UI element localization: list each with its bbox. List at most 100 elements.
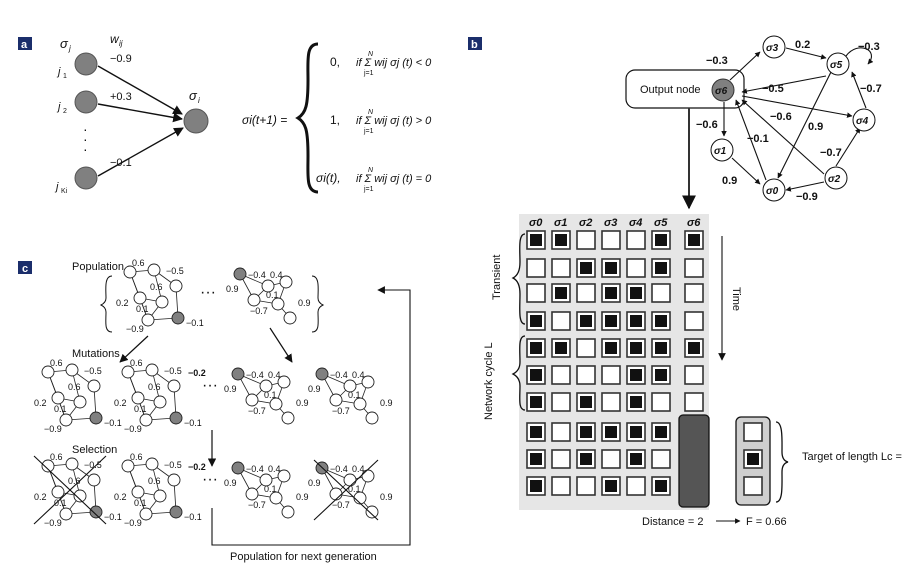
panel-b-letter: b xyxy=(471,39,478,51)
weight-5-6: −0.5 xyxy=(762,83,784,95)
mini-net-sel-2-node-5 xyxy=(139,507,153,521)
panel-c-badge xyxy=(18,261,32,274)
wij-sub: ij xyxy=(119,39,123,48)
mini-net-mut-4-node-3 xyxy=(329,393,343,407)
state-grid xyxy=(526,230,704,496)
arrow-input-k xyxy=(97,127,184,177)
mini-net-pop-2-weight-2: 0.9 xyxy=(226,284,239,294)
output-node-label: Output node xyxy=(640,84,701,96)
mutations-label: Mutations xyxy=(72,348,120,360)
state-cell-r6-c3 xyxy=(601,392,621,412)
flow-arrow-mut-left xyxy=(119,335,149,363)
state-cell-r5-c2 xyxy=(576,365,596,385)
mini-net-mut-2-weight-3: 0.2 xyxy=(114,398,127,408)
edge-1-0 xyxy=(731,157,761,185)
mini-net-sel-3-node-1 xyxy=(259,473,273,487)
case-3-condition: if Σ wij σj (t) = 0 xyxy=(356,173,432,185)
cycle-output-highlight xyxy=(678,414,710,508)
selection-label: Selection xyxy=(72,444,117,456)
mini-net-mut-1-weight-5: −0.9 xyxy=(44,424,62,434)
state-cell-r2-c6 xyxy=(684,283,704,303)
mini-net-sel-1-node-2 xyxy=(87,473,101,487)
mini-net-sel-3-weight-3: 0.1 xyxy=(264,484,277,494)
state-cell-fill-r3-c2 xyxy=(580,315,592,327)
input-1-label: j xyxy=(56,66,61,78)
case-3-value: σi(t), xyxy=(316,171,341,185)
mini-net-mut-2-node-1 xyxy=(145,363,159,377)
mini-net-mut-2-weight-1: −0.5 xyxy=(164,366,182,376)
mini-net-sel-1-weight-1: −0.5 xyxy=(84,460,102,470)
mini-net-sel-3-weight-4: −0.7 xyxy=(248,500,266,510)
edge-2-0 xyxy=(785,181,825,192)
weight-6-4: −0.6 xyxy=(770,111,792,123)
edge-5-0 xyxy=(777,69,833,179)
case-2-value: 1, xyxy=(330,113,340,127)
mini-net-sel-3-node-5 xyxy=(281,505,295,519)
mini-net-mut-1-weight-0: 0.6 xyxy=(50,358,63,368)
state-cell-r0-c2 xyxy=(576,230,596,250)
mini-net-mut-3-weight-3: 0.1 xyxy=(264,390,277,400)
sum-bottom-3: j=1 xyxy=(363,186,374,193)
mini-net-mut-3-weight-5: 0.9 xyxy=(296,398,309,408)
network-edges xyxy=(721,47,874,192)
state-cell-fill-r2-c1 xyxy=(555,287,567,299)
fitness-label: F = 0.66 xyxy=(746,516,787,528)
mini-net-mut-4-node-5 xyxy=(365,411,379,425)
target-cell-fill-1 xyxy=(747,453,759,465)
mini-net-sel-4-node-3 xyxy=(329,487,343,501)
mini-net-sel-3-node-2 xyxy=(277,469,291,483)
distance-label: Distance = 2 xyxy=(642,516,703,528)
node-sigma6 xyxy=(711,78,735,102)
mini-net-mut-4-weight-0: −0.4 xyxy=(330,370,348,380)
mini-net-mut-2-weight-6: −0.1 xyxy=(184,418,202,428)
state-cell-fill-r3-c0 xyxy=(530,315,542,327)
mini-net-pop-1-weight-1: −0.5 xyxy=(166,266,184,276)
state-cell-fill-r1-c5 xyxy=(655,262,667,274)
ellipsis-mutations: ··· xyxy=(202,377,218,394)
mini-net-sel-1-weight-5: −0.9 xyxy=(44,518,62,528)
mini-net-mut-2-node-5 xyxy=(139,413,153,427)
node-sigma0-label: σ0 xyxy=(766,186,779,197)
mini-net-pop-1-weight-5: −0.9 xyxy=(126,324,144,334)
mini-net-mut-3-weight-1: 0.4 xyxy=(268,370,281,380)
mini-net-pop-2-weight-1: 0.4 xyxy=(270,270,283,280)
input-2-label: j xyxy=(56,101,61,113)
transient-label: Transient xyxy=(491,255,503,300)
case-2-condition: if Σ wij σj (t) > 0 xyxy=(356,115,432,127)
state-cell-r5-c1 xyxy=(551,365,571,385)
state-cell-r1-c1 xyxy=(551,258,571,278)
mini-net-sel-3-node-3 xyxy=(245,487,259,501)
node-sigma2-label: σ2 xyxy=(828,174,841,185)
mini-net-sel-1-node-4 xyxy=(73,489,87,503)
state-cell-fill-r1-c2 xyxy=(580,262,592,274)
case-1-value: 0, xyxy=(330,55,340,69)
mini-net-mut-3-weight-4: −0.7 xyxy=(248,406,266,416)
mini-net-pop-2-node-2 xyxy=(279,275,293,289)
mini-net-mut-2-node-3 xyxy=(131,391,145,405)
mini-net-sel-3-node-0 xyxy=(231,461,245,475)
mini-net-mut-3-node-1 xyxy=(259,379,273,393)
sigma-j-label: σ xyxy=(60,36,69,51)
mini-net-mut-1-weight-1: −0.5 xyxy=(84,366,102,376)
mini-net-sel-4-weight-2: 0.9 xyxy=(308,478,321,488)
target-label: Target of length Lc = 3 xyxy=(802,451,902,463)
mini-net-mut-2-node-0 xyxy=(121,365,135,379)
mini-net-mut-4-weight-4: −0.7 xyxy=(332,406,350,416)
column-header-6: σ6 xyxy=(687,217,701,229)
mini-net-sel-1: 0.6−0.50.60.20.1−0.9−0.1 xyxy=(33,452,122,528)
edge-2-6 xyxy=(741,99,825,175)
arrow-input-1 xyxy=(97,65,183,115)
state-cell-fill-r4-c1 xyxy=(555,342,567,354)
mini-net-sel-2-node-1 xyxy=(145,457,159,471)
node-sigma5-label: σ5 xyxy=(830,60,843,71)
edge-3-5 xyxy=(785,47,827,60)
mini-net-sel-3-node-4 xyxy=(269,491,283,505)
mini-net-mut-4-node-0 xyxy=(315,367,329,381)
mini-net-mut-1: 0.6−0.50.60.20.1−0.9−0.1 xyxy=(34,358,122,434)
mini-net-mut-3-node-2 xyxy=(277,375,291,389)
weight-4-5: −0.7 xyxy=(860,83,882,95)
sigma-j-sub: j xyxy=(68,44,71,53)
column-header-4: σ4 xyxy=(629,217,642,229)
